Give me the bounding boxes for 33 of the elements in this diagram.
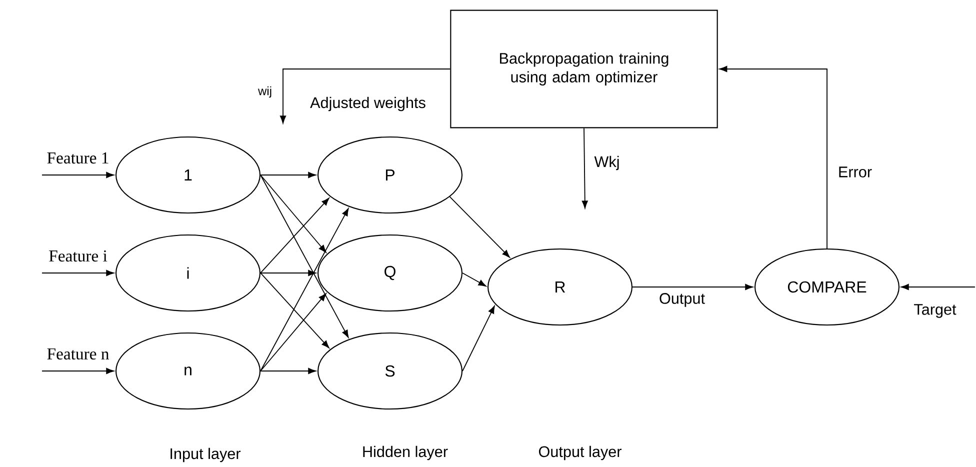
process-box: Backpropagation training using adam optimizer — [450, 10, 718, 128]
arrow — [42, 172, 114, 178]
arrow — [42, 368, 114, 374]
edge-label: Feature n — [45, 347, 111, 361]
arrow — [582, 128, 588, 208]
weight-label: wij — [258, 86, 272, 98]
arrow — [260, 174, 326, 253]
arrow — [280, 68, 451, 124]
arrow — [449, 196, 510, 258]
arrow — [260, 172, 316, 178]
arrow — [260, 272, 330, 348]
arrow — [260, 198, 330, 274]
edge-label: Wkj — [592, 154, 622, 172]
arrow — [260, 174, 349, 338]
edge-label: Adjusted weights — [308, 96, 428, 112]
arrow — [260, 270, 316, 276]
edge-label: Target — [912, 302, 958, 320]
edge-label: Feature i — [47, 249, 109, 263]
layer-label: Hidden layer — [363, 446, 448, 460]
edge-label: Feature 1 — [45, 151, 111, 165]
arrow — [260, 208, 349, 372]
layer-label: Output layer — [538, 446, 622, 460]
arrow — [260, 368, 316, 374]
arrow — [719, 66, 828, 249]
edge-label: Output — [658, 292, 706, 308]
arrow — [901, 284, 976, 290]
edge-label: Error — [836, 165, 874, 179]
arrow — [260, 293, 326, 372]
arrow — [42, 270, 114, 276]
arrow — [462, 272, 486, 286]
layer-label: Input layer — [170, 448, 241, 462]
arrow — [462, 306, 495, 372]
arrow — [632, 284, 753, 290]
